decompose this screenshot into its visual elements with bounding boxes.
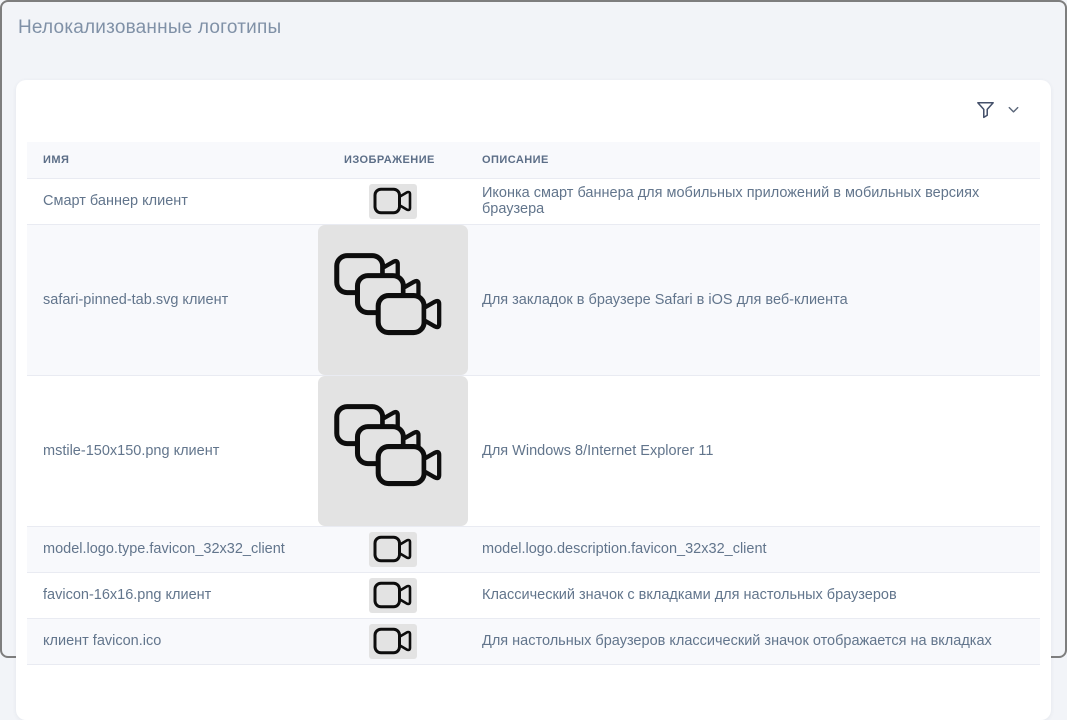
logo-description: Для закладок в браузере Safari в iOS для… (468, 223, 1040, 375)
logo-name: клиент favicon.ico (27, 617, 318, 665)
table-header-row: ИМЯ ИЗОБРАЖЕНИЕ ОПИСАНИЕ (27, 142, 1040, 178)
logo-description: Для настольных браузеров классический зн… (468, 617, 1040, 665)
page-title: Нелокализованные логотипы (18, 17, 282, 38)
logo-image-cell (318, 374, 468, 526)
logo-name: model.logo.type.favicon_32x32_client (27, 525, 318, 572)
table-row[interactable]: safari-pinned-tab.svg клиент Для закладо… (27, 223, 1040, 375)
logo-image-cell (318, 177, 468, 224)
logo-description: Классический значок с вкладками для наст… (468, 571, 1040, 618)
logo-image-cell (318, 571, 468, 618)
logo-image-cell (318, 223, 468, 375)
filter-button[interactable] (970, 94, 1025, 128)
camera-icon[interactable] (369, 183, 417, 219)
chevron-down-icon (1006, 102, 1021, 120)
logo-image-cell (318, 525, 468, 572)
table-row[interactable]: Смарт баннер клиент Иконка смарт баннера… (27, 177, 1040, 224)
column-header-name: ИМЯ (43, 153, 70, 166)
logo-name: Смарт баннер клиент (27, 177, 318, 224)
camera-logo[interactable] (318, 375, 468, 526)
logo-name: favicon-16x16.png клиент (27, 571, 318, 618)
table-row[interactable]: mstile-150x150.png клиент Для Windows 8/… (27, 374, 1040, 526)
table-row[interactable]: model.logo.type.favicon_32x32_client mod… (27, 525, 1040, 572)
logo-description: Иконка смарт баннера для мобильных прило… (468, 177, 1040, 224)
filter-funnel-icon (974, 98, 997, 124)
camera-icon[interactable] (369, 577, 417, 613)
camera-icon[interactable] (369, 531, 417, 567)
logo-name: mstile-150x150.png клиент (27, 374, 318, 526)
logo-image-cell (318, 617, 468, 665)
logo-name: safari-pinned-tab.svg клиент (27, 223, 318, 375)
logos-table: ИМЯ ИЗОБРАЖЕНИЕ ОПИСАНИЕ Смарт баннер кл… (27, 142, 1040, 665)
camera-logo[interactable] (318, 224, 468, 375)
column-header-description: ОПИСАНИЕ (482, 153, 549, 166)
logos-card: ИМЯ ИЗОБРАЖЕНИЕ ОПИСАНИЕ Смарт баннер кл… (16, 80, 1051, 720)
column-header-image: ИЗОБРАЖЕНИЕ (344, 153, 435, 166)
table-row[interactable]: клиент favicon.ico Для настольных браузе… (27, 617, 1040, 665)
table-toolbar (16, 80, 1051, 142)
camera-icon[interactable] (369, 623, 417, 659)
logo-description: model.logo.description.favicon_32x32_cli… (468, 525, 1040, 572)
table-row[interactable]: favicon-16x16.png клиент Классический зн… (27, 571, 1040, 618)
logo-description: Для Windows 8/Internet Explorer 11 (468, 374, 1040, 526)
